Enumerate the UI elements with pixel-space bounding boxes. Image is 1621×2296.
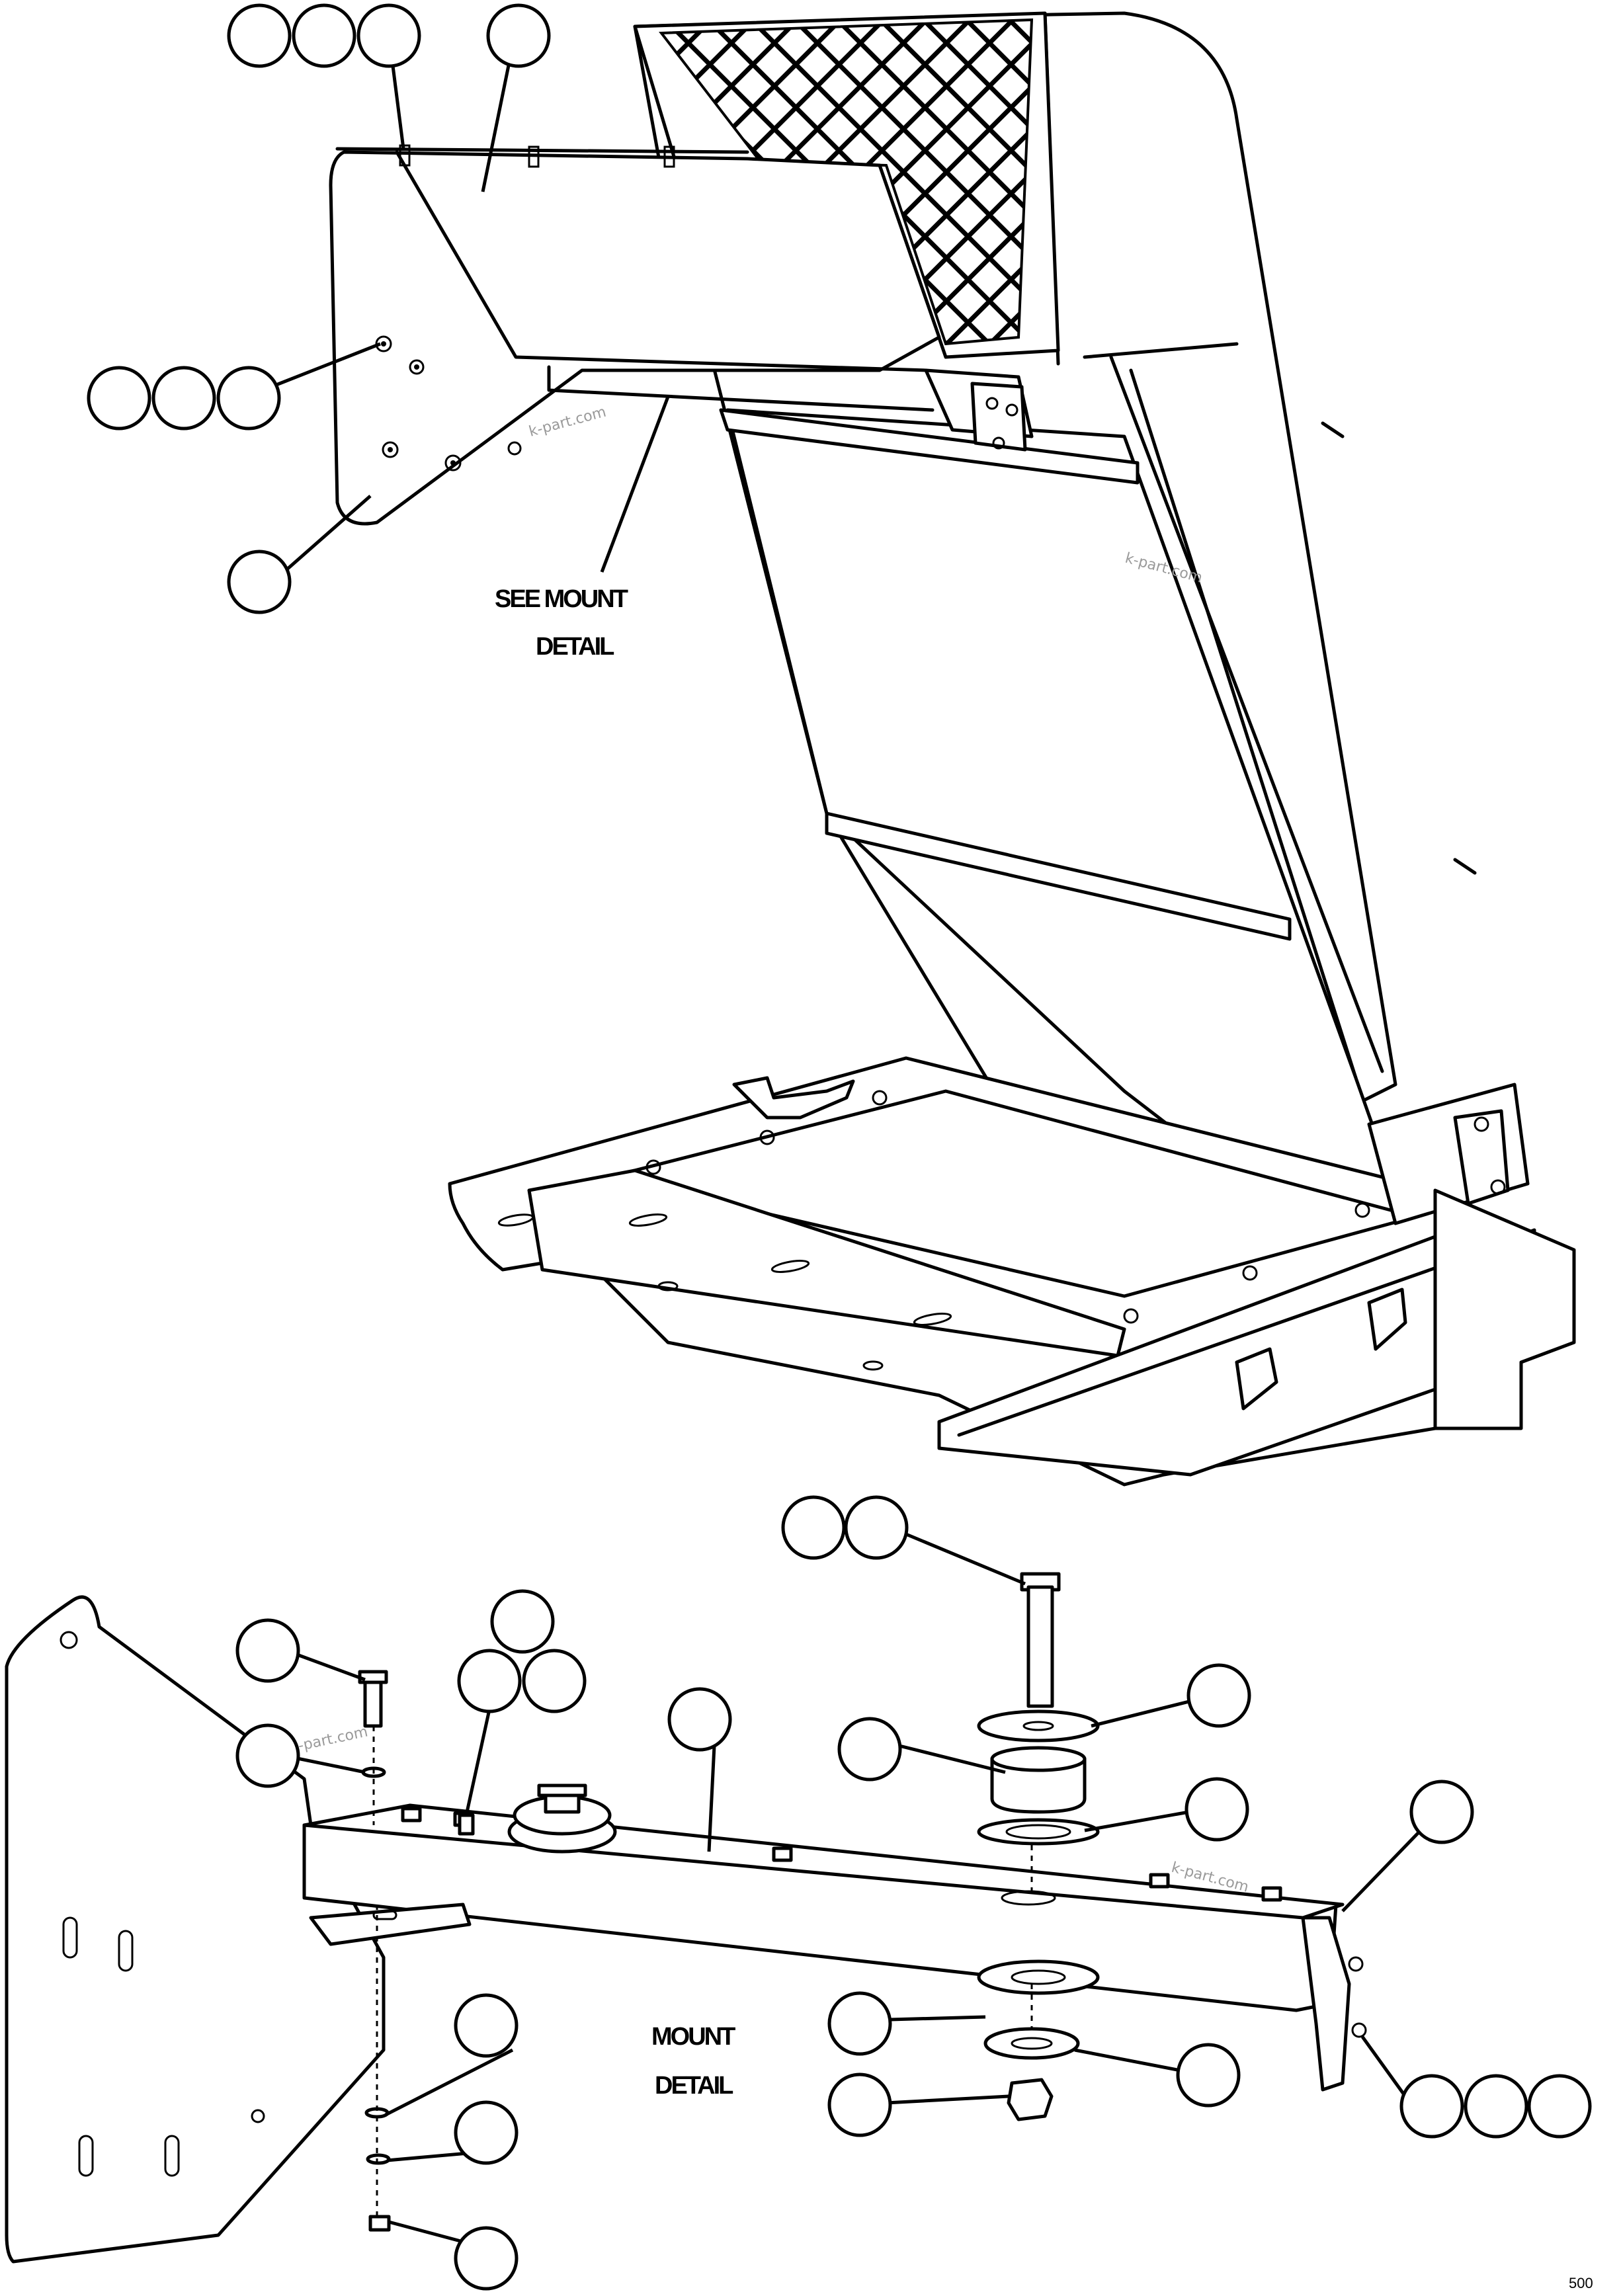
- isolator-stack: [977, 1572, 1100, 2121]
- callout-bubble: [227, 3, 292, 68]
- callout-bubble: [1409, 1780, 1474, 1844]
- hood-side-rib: [1321, 421, 1345, 438]
- see-mount-detail-line1: SEE MOUNT: [495, 585, 628, 613]
- callout-bubble: [454, 2226, 519, 2291]
- callout-bubble: [356, 3, 421, 68]
- callout-bubble: [216, 366, 281, 430]
- callout-bubble: [87, 366, 151, 430]
- base-bolts: [645, 1090, 1370, 1324]
- mount-right-bracket: [1301, 1916, 1351, 2092]
- mount-detail-line2: DETAIL: [655, 2072, 733, 2100]
- callout-bubble: [235, 1723, 300, 1788]
- watermark-upper-1: k-part.com: [527, 404, 608, 440]
- callout-bubble: [1399, 2074, 1464, 2139]
- mount-tab: [309, 1903, 472, 1946]
- callout-bubble: [454, 2100, 519, 2165]
- callout-bubble: [1527, 2074, 1592, 2139]
- callout-bubble: [454, 1993, 519, 2058]
- sheet-code: 500: [1569, 2275, 1593, 2291]
- see-mount-detail-line2: DETAIL: [536, 633, 614, 661]
- frame-right-side: [1433, 1188, 1576, 1430]
- callout-bubble: [292, 3, 356, 68]
- hood-side-rib-2: [1453, 858, 1477, 875]
- callout-bubble: [235, 1618, 300, 1683]
- base-left-rail: [527, 1168, 1126, 1358]
- base-top-bracket: [732, 1076, 855, 1120]
- callout-bubble: [781, 1495, 846, 1560]
- neck-bracket-tab: [970, 382, 1027, 452]
- callout-bubble: [667, 1687, 732, 1752]
- callout-bubble: [490, 1589, 555, 1654]
- rail-slots: [497, 1213, 952, 1371]
- side-plate-slots: [60, 1631, 265, 2177]
- callout-bubble: [1464, 2074, 1528, 2139]
- callout-bubble: [1176, 2043, 1241, 2108]
- hood-panel-seam: [1083, 342, 1239, 359]
- callout-bubble: [227, 550, 292, 614]
- deflector-fold: [395, 150, 928, 372]
- callout-bubble: [844, 1495, 909, 1560]
- callout-bubble: [457, 1649, 522, 1713]
- callout-bubble: [486, 3, 551, 68]
- base-rail-edge: [957, 1254, 1470, 1437]
- mount-detail-line1: MOUNT: [651, 2023, 735, 2051]
- callout-bubble: [827, 2072, 892, 2137]
- deflector-lower-lip: [547, 365, 935, 412]
- callout-bubbles: [87, 3, 1592, 2291]
- hood-panel-line: [1109, 355, 1384, 1073]
- callout-bubble: [827, 1991, 892, 2056]
- deflector-top-flange: [335, 147, 749, 154]
- callout-bubble: [1186, 1663, 1251, 1728]
- mount-side-plate: [5, 1595, 386, 2264]
- mount-detail: [5, 1572, 1367, 2264]
- callout-bubble: [151, 366, 216, 430]
- chute-crossbar: [825, 811, 1292, 941]
- upper-assembly: [329, 11, 1576, 1487]
- watermark-lower-1: k-part.com: [288, 1724, 369, 1756]
- hood-panel-line-2: [1129, 368, 1358, 1080]
- callout-bubble: [837, 1717, 902, 1782]
- callout-bubble: [1185, 1777, 1249, 1842]
- callout-bubble: [522, 1649, 587, 1713]
- side-deflector-plate: [329, 150, 941, 526]
